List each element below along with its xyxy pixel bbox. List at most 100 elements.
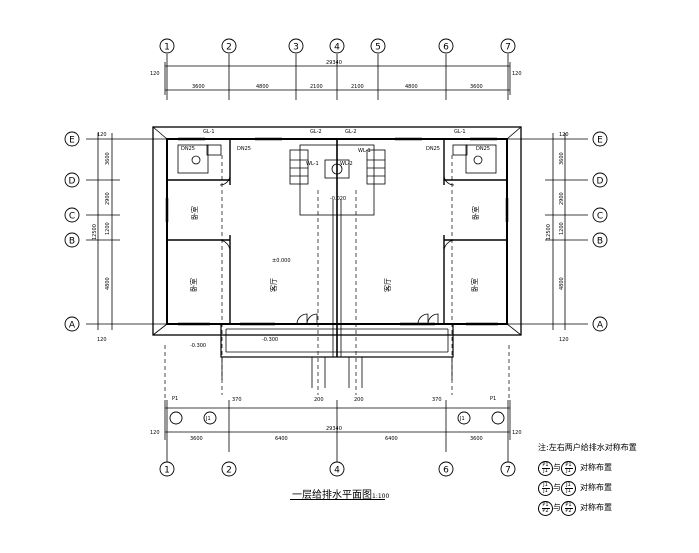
grid-bubble-bottom-2: 2 [226,466,232,476]
grid-bubble-left-C: C [69,212,75,222]
grid-bubble-top-5: 5 [375,43,381,53]
dim-small-4: 370 [432,397,442,403]
grid-bubble-left-B-circle [64,232,80,248]
grid-bubble-bottom-1: 1 [164,466,170,476]
dim-right-2: 2900 [559,192,565,205]
grid-bubble-right-B-circle [592,232,608,248]
room-lower-right: 卧室 [470,278,479,292]
marker-j1-left: J1 [205,416,211,422]
grid-bubble-top-2: 2 [226,43,232,53]
edge-small-bottom-right: 120 [512,430,522,436]
riser-marker-circle [457,411,471,425]
grid-bubble-top-6: 6 [443,43,449,53]
pipe-tag-2: GL-2 [310,129,322,135]
edge-small-top-left: 120 [150,71,160,77]
grid-bubble-top-4: 4 [334,43,340,53]
grid-bubble-right-E: E [597,136,603,146]
dim-small-2: 200 [314,397,324,403]
fixture-tag-1: DN25 [181,146,195,152]
pipe-tag-4: GL-1 [454,129,466,135]
dim-left-2: 2900 [105,192,111,205]
grid-bubble-bottom-7-circle [500,461,516,477]
pipe-tag-6: WL-1 [306,161,319,167]
dim-bottom-seg-3: 6400 [385,436,398,442]
grid-bubble-left-A-circle [64,316,80,332]
dim-top-overall: 29340 [326,60,342,66]
dim-right-total: 12500 [546,224,552,240]
grid-bubble-left-D: D [69,177,76,187]
drawing-title-text: 一层给排水平面图 [292,490,372,501]
dim-left-1: 3600 [105,152,111,165]
room-lower-left: 卧室 [189,278,198,292]
grid-bubble-right-E-circle [592,131,608,147]
dim-top-seg-2: 4800 [256,84,269,90]
dim-top-seg-4: 2100 [351,84,364,90]
grid-bubble-bottom-6: 6 [443,466,449,476]
edge-small-bottom-left: 120 [150,430,160,436]
dim-right-3: 1200 [559,222,565,235]
dim-top-seg-6: 3600 [470,84,483,90]
drawing-title: 一层给排水平面图1:100 [292,486,389,501]
edge-small-left-top: 120 [97,132,107,138]
grid-bubble-left-A: A [69,321,76,331]
marker-j1-right: J1 [459,416,465,422]
drawing-scale: 1:100 [372,493,390,500]
level-porch: -0.300 [262,337,278,343]
dim-left-3: 1200 [105,222,111,235]
grid-bubble-right-D-circle [592,172,608,188]
dim-bottom-overall: 29340 [326,426,342,432]
dim-left-total: 12500 [92,224,98,240]
level-floor: ±0.000 [272,258,291,264]
grid-bubble-top-3: 3 [293,43,299,53]
grid-bubble-left-E-circle [64,131,80,147]
dim-small-1: 370 [232,397,242,403]
marker-p1-left: P1 [172,396,178,402]
edge-small-top-right: 120 [512,71,522,77]
room-living-right: 客厅 [383,278,392,292]
grid-bubble-left-D-circle [64,172,80,188]
dim-bottom-seg-2: 6400 [275,436,288,442]
fixture-tag-3: DN25 [426,146,440,152]
riser-marker-circle [491,411,505,425]
dim-bottom-seg-4: 3600 [470,436,483,442]
title-underline [290,499,385,500]
grid-bubble-bottom-4: 4 [334,466,340,476]
grid-bubble-top-1: 1 [164,43,170,53]
grid-bubble-right-A: A [597,321,604,331]
grid-bubble-top-4-circle [329,38,345,54]
room-living-left: 客厅 [269,278,278,292]
dim-bottom-seg-1: 3600 [190,436,203,442]
fixture-tag-2: DN25 [237,146,251,152]
grid-bubble-right-C: C [597,212,603,222]
dim-top-seg-1: 3600 [192,84,205,90]
pipe-tag-1: GL-1 [203,129,215,135]
edge-small-right-bottom: 120 [559,337,569,343]
note-title: 注:左右两户给排水对称布置 [538,443,637,452]
edge-small-right-top: 120 [559,132,569,138]
grid-bubble-top-5-circle [370,38,386,54]
fixture-tag-4: DN25 [476,146,490,152]
grid-bubble-right-D: D [597,177,604,187]
level-outside: -0.300 [190,343,206,349]
dim-left-4: 4800 [105,277,111,290]
grid-bubble-top-6-circle [438,38,454,54]
pipe-tag-7: WL-2 [340,161,353,167]
dim-right-4: 4800 [559,277,565,290]
pipe-tag-5: WL-1 [358,148,371,154]
grid-bubble-left-E: E [69,136,75,146]
grid-bubble-bottom-7: 7 [505,466,511,476]
grid-bubble-top-7-circle [500,38,516,54]
grid-bubble-left-C-circle [64,207,80,223]
dim-right-1: 3600 [559,152,565,165]
grid-bubble-top-3-circle [288,38,304,54]
